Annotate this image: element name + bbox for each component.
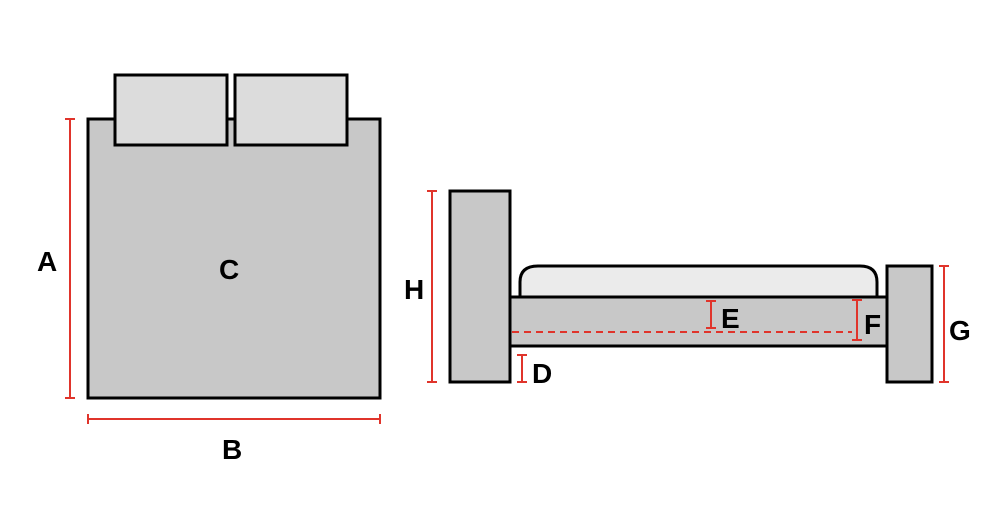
dimension-h-line <box>427 190 437 383</box>
bed-top-view-body <box>86 117 382 400</box>
dimension-a-line <box>65 118 75 399</box>
bed-frame-rail <box>508 295 890 348</box>
label-e: E <box>721 303 740 334</box>
dimension-b-line <box>87 414 381 424</box>
top-view: A B C <box>37 73 382 465</box>
dimension-f-line <box>852 299 862 341</box>
headboard <box>448 189 512 384</box>
label-b: B <box>222 434 242 465</box>
label-c: C <box>219 254 239 285</box>
label-d: D <box>532 358 552 389</box>
label-g: G <box>949 315 971 346</box>
pillow-right <box>233 73 349 147</box>
label-h: H <box>404 274 424 305</box>
footboard <box>885 264 934 384</box>
label-f: F <box>864 309 881 340</box>
dimension-d-line <box>517 354 527 383</box>
dimension-g-line <box>939 265 949 383</box>
pillow-left <box>113 73 229 147</box>
label-a: A <box>37 246 57 277</box>
side-view: H G D E F <box>404 189 971 389</box>
dimension-e-line <box>706 300 716 329</box>
mattress <box>518 264 879 299</box>
